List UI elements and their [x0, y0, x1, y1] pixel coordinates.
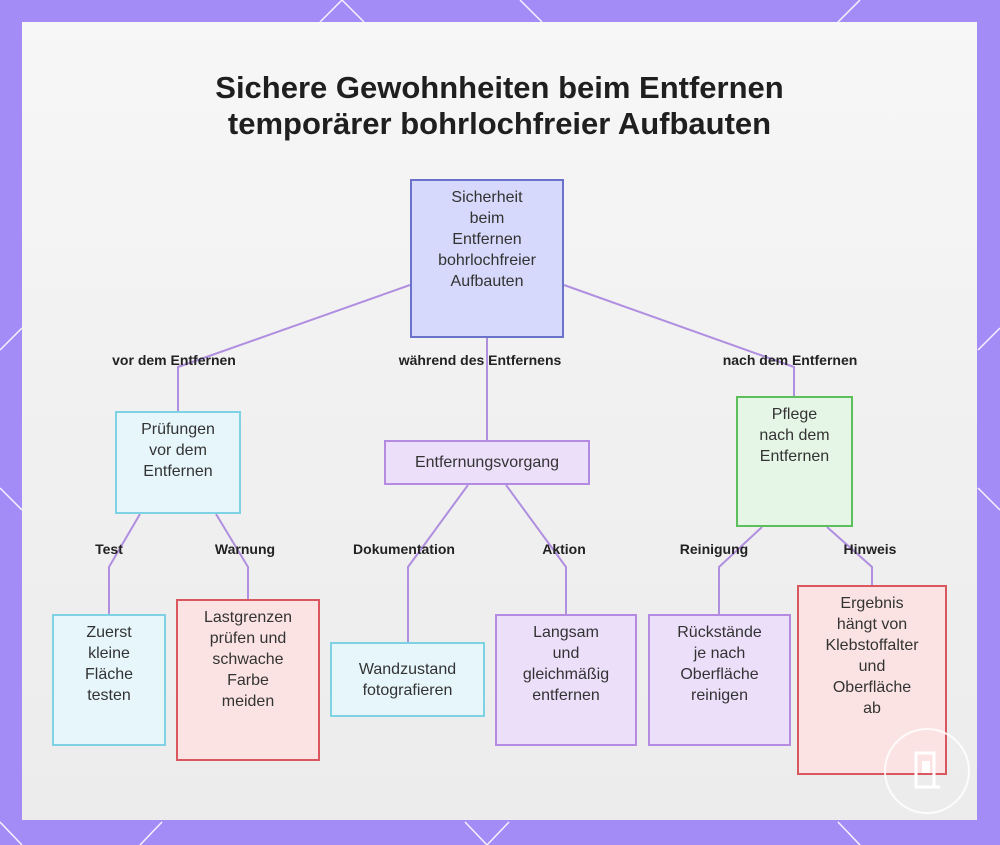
edge-label-after: nach dem Entfernen [722, 352, 858, 368]
edge-process-action [505, 484, 567, 614]
edge-label-test: Test [95, 541, 123, 557]
title-line-1: Sichere Gewohnheiten beim Entfernen [215, 70, 784, 105]
test-node: Zuerst kleine Fläche testen [52, 614, 166, 746]
post-care-node: Pflege nach dem Entfernen [736, 396, 853, 527]
pre-checks-node-label: Prüfungen vor dem Entfernen [141, 421, 215, 480]
test-node-label: Zuerst kleine Fläche testen [84, 624, 134, 704]
process-node: Entfernungsvorgang [384, 440, 590, 485]
edge-label-documentation: Dokumentation [353, 541, 455, 557]
edge-label-note: Hinweis [843, 541, 897, 557]
logo-watermark [884, 728, 970, 814]
root-node: Sicherheit beim Entfernen bohrlochfreier… [410, 179, 564, 338]
edge-label-cleaning: Reinigung [679, 541, 749, 557]
diagram-edges [108, 284, 873, 642]
documentation-node-label: Wandzustand fotografieren [358, 660, 457, 699]
edge-label-before: vor dem Entfernen [112, 352, 236, 368]
cleaning-node: Rückstände je nach Oberfläche reinigen [648, 614, 791, 746]
edge-post-note [826, 526, 873, 585]
page-title: Sichere Gewohnheiten beim Entfernen temp… [22, 70, 977, 142]
action-node: Langsam und gleichmäßig entfernen [495, 614, 637, 746]
edge-process-doc [407, 484, 469, 642]
edge-root-pre [177, 284, 411, 411]
edge-label-warning: Warnung [214, 541, 276, 557]
door-icon [914, 751, 940, 789]
diagram-card: Sichere Gewohnheiten beim Entfernen temp… [22, 22, 977, 820]
title-line-2: temporärer bohrlochfreier Aufbauten [227, 106, 772, 141]
process-node-label: Entfernungsvorgang [414, 454, 560, 471]
action-node-label: Langsam und gleichmäßig entfernen [522, 624, 610, 704]
root-node-label: Sicherheit beim Entfernen bohrlochfreier… [438, 189, 536, 290]
edge-label-during: während des Entfernens [398, 352, 562, 368]
edge-root-post [563, 284, 795, 396]
cleaning-node-label: Rückstände je nach Oberfläche reinigen [677, 624, 762, 704]
note-node-label: Ergebnis hängt von Klebstoffalter und Ob… [825, 595, 919, 717]
edge-post-cleaning [718, 526, 763, 614]
edge-pre-test [108, 513, 141, 614]
edge-label-action: Aktion [542, 541, 586, 557]
post-care-node-label: Pflege nach dem Entfernen [759, 406, 830, 465]
warning-node-label: Lastgrenzen prüfen und schwache Farbe me… [203, 609, 293, 710]
documentation-node: Wandzustand fotografieren [330, 642, 485, 717]
pre-checks-node: Prüfungen vor dem Entfernen [115, 411, 241, 514]
warning-node: Lastgrenzen prüfen und schwache Farbe me… [176, 599, 320, 761]
edge-pre-warning [215, 513, 249, 599]
